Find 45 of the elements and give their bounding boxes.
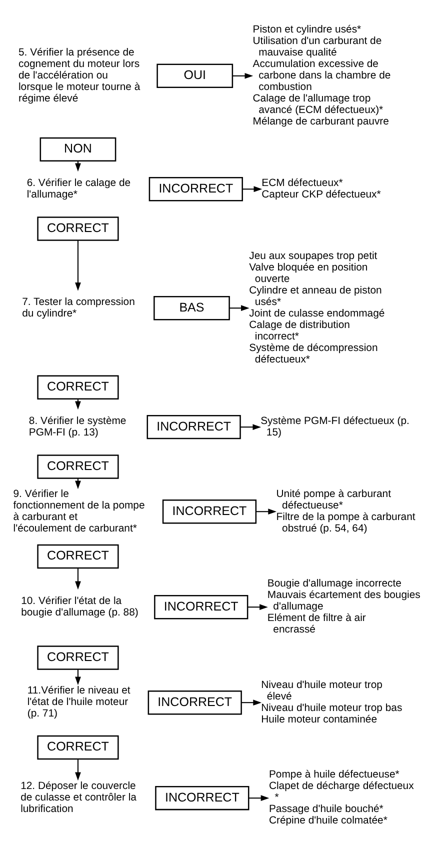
arrow — [242, 700, 262, 706]
arrow — [75, 759, 81, 781]
arrow — [75, 161, 81, 172]
node-text: Bougie d'allumage incorrecte Mauvais écartement des bougies d'allumage Elément de filtre à air encrassé — [267, 578, 420, 636]
node-box: CORRECT — [37, 375, 119, 400]
arrow — [75, 240, 81, 291]
node-box: INCORRECT — [148, 177, 243, 202]
arrow — [256, 508, 277, 515]
arrow — [248, 604, 268, 610]
arrow — [75, 670, 81, 686]
arrow — [248, 795, 270, 802]
node-box: INCORRECT — [162, 500, 257, 524]
node-box: INCORRECT — [154, 595, 248, 620]
node-text: 11.Vérifier le niveau et l'état de l'huile moteur (p. 71) — [27, 686, 130, 720]
node-text: 5. Vérifier la présence de cognement du moteur lors de l'accélération ou lorsque le moteur tourne à régime élevé — [18, 48, 140, 104]
node-text: 9. Vérifier le fonctionnement de la pompe à carburant et l'écoulement de carburant* — [13, 488, 145, 534]
node-text: Unité pompe à carburant défectueuse* Filtre de la pompe à carburant obstrué (p. 54, 64) — [276, 488, 416, 534]
node-box: CORRECT — [37, 454, 119, 479]
node-box: INCORRECT — [155, 786, 250, 810]
node-box: BAS — [154, 296, 230, 320]
node-text: Système PGM-FI défectueux (p. 15) — [260, 416, 410, 438]
arrow — [232, 72, 254, 79]
node-text: 8. Vérifier le système PGM-FI (p. 13) — [28, 416, 126, 438]
node-box: NON — [40, 137, 116, 162]
node-box: CORRECT — [37, 735, 119, 760]
node-box: CORRECT — [37, 544, 119, 569]
arrow — [230, 305, 250, 312]
node-text: Piston et cylindre usés* Utilisation d'un carburant de mauvaise qualité Accumulation excessive de carbone dans la chambre de combustion Calage de l'allumage trop avancé (ECM défectueux)* Mélange de carburant pauvre — [252, 24, 391, 128]
node-box: CORRECT — [37, 216, 119, 241]
arrow — [75, 568, 81, 590]
arrow — [242, 186, 262, 192]
node-text: 12. Déposer le couvercle de culasse et contrôler la lubrification — [20, 781, 136, 816]
node-text: ECM défectueux* Capteur CKP défectueux* — [262, 178, 381, 200]
node-text: Niveau d'huile moteur trop élevé Niveau d'huile moteur trop bas Huile moteur contaminée — [261, 680, 402, 726]
node-box: CORRECT — [37, 646, 119, 670]
node-text: 6. Vérifier le calage de l'allumage* — [26, 178, 131, 200]
arrow — [240, 424, 262, 430]
node-text: 10. Vérifier l'état de la bougie d'allumage (p. 88) — [21, 596, 138, 618]
node-text: Jeu aux soupapes trop petit Valve bloquée en position ouverte Cylindre et anneau de piston usés* Joint de culasse endommagé Calage de distribution incorrect* Système de décompression défectueux* — [249, 251, 385, 366]
node-box: OUI — [156, 64, 234, 88]
node-box: INCORRECT — [146, 414, 241, 440]
node-text: Pompe à huile défectueuse* Clapet de décharge défectueux * Passage d'huile bouché* Crépine d'huile colmatée* — [268, 770, 414, 827]
arrow — [75, 478, 81, 490]
node-box: INCORRECT — [148, 690, 242, 715]
node-text: 7. Tester la compression du cylindre* — [22, 296, 135, 320]
